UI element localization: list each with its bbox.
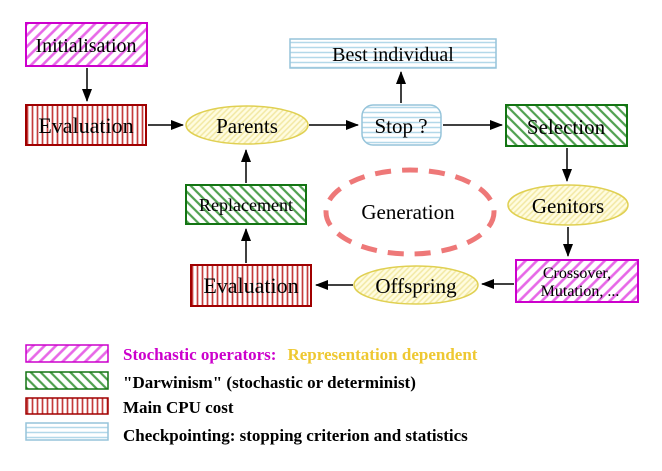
- evaluation-bottom-label: Evaluation: [203, 273, 298, 298]
- crossover-mutation-box: [515, 259, 639, 303]
- crossover-label-line1: Crossover,: [543, 265, 611, 282]
- legend-label-stochastic: Stochastic operators: Representation depe…: [123, 345, 478, 364]
- legend: Stochastic operators: Representation depe…: [25, 344, 478, 445]
- genitors-label: Genitors: [532, 194, 604, 218]
- initialisation-label: Initialisation: [35, 35, 136, 57]
- stop-label: Stop ?: [374, 114, 427, 138]
- evaluation-top-box: [25, 104, 147, 146]
- legend-darwinism-text: "Darwinism" (stochastic or determinist): [123, 373, 416, 392]
- legend-representation-text: Representation dependent: [287, 345, 477, 364]
- replacement-box: [185, 184, 307, 225]
- legend-swatch-checkpointing: [25, 422, 109, 441]
- legend-stochastic-text: Stochastic operators:: [123, 345, 276, 364]
- legend-checkpointing-text: Checkpointing: stopping criterion and st…: [123, 426, 468, 445]
- node-selection: Selection: [505, 104, 628, 147]
- node-initialisation: Initialisation: [25, 22, 148, 67]
- evaluation-top-label: Evaluation: [38, 113, 133, 138]
- genitors-ellipse: [507, 184, 629, 226]
- legend-cpu-text: Main CPU cost: [123, 398, 234, 417]
- offspring-ellipse: [353, 265, 479, 305]
- initialisation-box: [25, 22, 148, 67]
- replacement-label: Replacement: [199, 195, 293, 215]
- selection-label: Selection: [527, 115, 606, 139]
- evaluation-bottom-box: [190, 264, 312, 307]
- generation-dashed-ellipse: [323, 167, 497, 257]
- node-generation: Generation: [323, 167, 497, 257]
- node-evaluation-bottom: Evaluation: [190, 264, 312, 307]
- node-offspring: Offspring: [353, 265, 479, 305]
- offspring-label: Offspring: [375, 274, 457, 298]
- node-evaluation-top: Evaluation: [25, 104, 147, 146]
- best-individual-box: [289, 38, 497, 69]
- stop-box: [361, 104, 442, 146]
- flow-arrows: [82, 68, 573, 290]
- generation-label: Generation: [361, 200, 455, 224]
- legend-swatch-darwinism: [25, 371, 109, 390]
- best-individual-label: Best individual: [332, 44, 454, 66]
- crossover-label-line2: Mutation, ...: [541, 283, 620, 300]
- node-best-individual: Best individual: [289, 38, 497, 69]
- node-crossover-mutation: Crossover, Mutation, ...: [515, 259, 639, 303]
- node-parents: Parents: [185, 105, 309, 145]
- selection-box: [505, 104, 628, 147]
- parents-label: Parents: [216, 114, 278, 138]
- parents-ellipse: [185, 105, 309, 145]
- node-stop: Stop ?: [361, 104, 442, 146]
- legend-swatch-stochastic: [25, 344, 109, 363]
- node-genitors: Genitors: [507, 184, 629, 226]
- legend-swatch-cpu: [25, 397, 109, 415]
- node-replacement: Replacement: [185, 184, 307, 225]
